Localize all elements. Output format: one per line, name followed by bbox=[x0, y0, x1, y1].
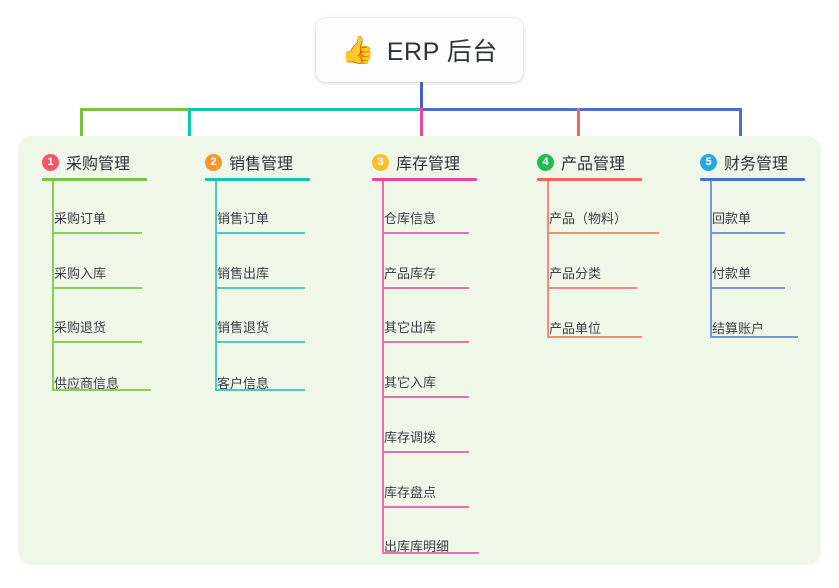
leaf-label: 销售退货 bbox=[217, 320, 270, 335]
bus-segment-middle bbox=[188, 108, 422, 111]
leaf-rule bbox=[382, 506, 469, 508]
bus-segment-left bbox=[80, 108, 188, 111]
drop-connector-2 bbox=[188, 108, 191, 144]
column-rule-4 bbox=[537, 178, 642, 181]
leaf-label: 产品（物料） bbox=[549, 211, 628, 226]
column-title-4: 产品管理 bbox=[561, 156, 626, 173]
column-spine-2 bbox=[215, 181, 217, 389]
leaf-rule bbox=[547, 232, 659, 234]
leaf-rule bbox=[215, 232, 305, 234]
drop-connector-4 bbox=[577, 108, 580, 144]
leaf-label: 其它入库 bbox=[384, 375, 437, 390]
badge-4: 4 bbox=[537, 153, 554, 171]
column-spine-3 bbox=[382, 181, 384, 552]
leaf-rule bbox=[710, 287, 785, 289]
leaf-rule bbox=[382, 341, 469, 343]
leaf-rule bbox=[52, 389, 151, 391]
leaf-rule bbox=[215, 389, 305, 391]
badge-5: 5 bbox=[700, 153, 717, 171]
leaf-rule bbox=[382, 232, 469, 234]
column-rule-5 bbox=[700, 178, 805, 181]
trunk-connector bbox=[420, 82, 423, 110]
diagram-panel bbox=[18, 136, 821, 565]
leaf-label: 销售出库 bbox=[217, 266, 270, 281]
column-title-1: 采购管理 bbox=[66, 156, 131, 173]
leaf-rule bbox=[382, 287, 469, 289]
leaf-label: 采购订单 bbox=[54, 211, 107, 226]
root-node-title: ERP 后台 bbox=[386, 38, 498, 66]
badge-3: 3 bbox=[372, 153, 389, 171]
leaf-rule bbox=[215, 287, 305, 289]
badge-2: 2 bbox=[205, 153, 222, 171]
leaf-label: 结算账户 bbox=[712, 321, 765, 336]
column-header-4[interactable]: 4 产品管理 bbox=[537, 150, 625, 174]
column-spine-1 bbox=[52, 181, 54, 389]
thumbs-up-icon: 👍 bbox=[341, 34, 375, 65]
leaf-label: 其它出库 bbox=[384, 320, 437, 335]
leaf-rule bbox=[547, 287, 637, 289]
column-spine-5 bbox=[710, 181, 712, 336]
column-header-3[interactable]: 3 库存管理 bbox=[372, 150, 460, 174]
leaf-rule bbox=[710, 232, 785, 234]
leaf-rule bbox=[52, 287, 142, 289]
leaf-label: 回款单 bbox=[712, 211, 752, 226]
leaf-label: 产品库存 bbox=[384, 266, 437, 281]
leaf-rule bbox=[382, 552, 479, 554]
leaf-label: 采购入库 bbox=[54, 266, 107, 281]
bus-segment-right bbox=[420, 108, 742, 111]
leaf-label: 出库库明细 bbox=[384, 539, 450, 554]
leaf-rule bbox=[52, 232, 142, 234]
leaf-rule bbox=[52, 341, 142, 343]
leaf-rule bbox=[215, 341, 305, 343]
column-header-5[interactable]: 5 财务管理 bbox=[700, 150, 788, 174]
leaf-label: 采购退货 bbox=[54, 320, 107, 335]
leaf-label: 产品分类 bbox=[549, 266, 602, 281]
column-rule-1 bbox=[42, 178, 147, 181]
leaf-label: 产品单位 bbox=[549, 321, 602, 336]
leaf-label: 库存调拨 bbox=[384, 430, 437, 445]
drop-connector-3 bbox=[420, 108, 423, 144]
leaf-rule bbox=[547, 336, 642, 338]
leaf-label: 客户信息 bbox=[217, 376, 270, 391]
leaf-label: 供应商信息 bbox=[54, 376, 120, 391]
column-title-2: 销售管理 bbox=[229, 156, 294, 173]
root-node-card[interactable]: 👍 ERP 后台 bbox=[316, 18, 523, 82]
leaf-rule bbox=[382, 451, 469, 453]
drop-connector-5 bbox=[739, 108, 742, 144]
drop-connector-1 bbox=[80, 108, 83, 144]
column-title-5: 财务管理 bbox=[724, 156, 789, 173]
column-rule-2 bbox=[205, 178, 310, 181]
column-title-3: 库存管理 bbox=[396, 156, 461, 173]
column-header-1[interactable]: 1 采购管理 bbox=[42, 150, 130, 174]
column-spine-4 bbox=[547, 181, 549, 336]
leaf-label: 销售订单 bbox=[217, 211, 270, 226]
badge-1: 1 bbox=[42, 153, 59, 171]
column-header-2[interactable]: 2 销售管理 bbox=[205, 150, 293, 174]
column-rule-3 bbox=[372, 178, 477, 181]
leaf-rule bbox=[382, 396, 469, 398]
leaf-label: 库存盘点 bbox=[384, 485, 437, 500]
leaf-label: 仓库信息 bbox=[384, 211, 437, 226]
leaf-label: 付款单 bbox=[712, 266, 752, 281]
leaf-rule bbox=[710, 336, 798, 338]
